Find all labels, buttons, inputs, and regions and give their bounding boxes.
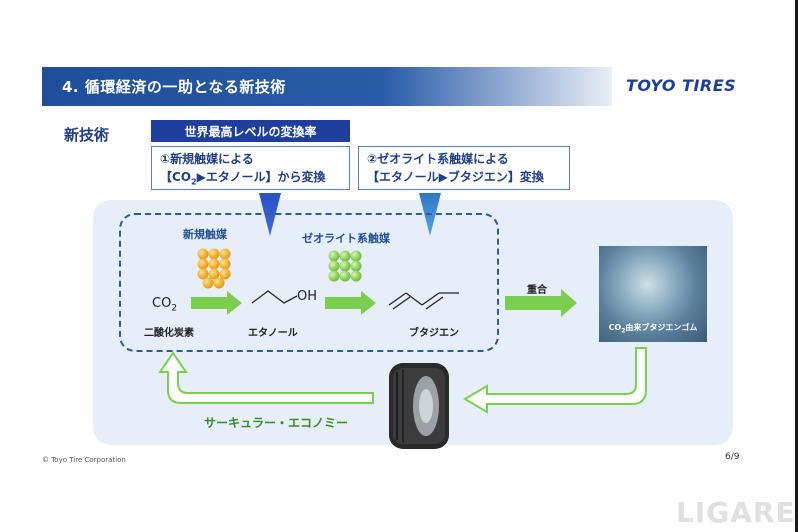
catalyst-process-box xyxy=(119,213,499,352)
rate-banner: 世界最高レベルの変換率 xyxy=(151,120,350,142)
company-logo: TOYO TIRES xyxy=(626,76,737,95)
ethanol-oh: OH xyxy=(297,289,318,304)
ethanol-name: エタノール xyxy=(248,328,298,339)
new-catalyst-spheres xyxy=(197,248,231,289)
header-bar xyxy=(42,67,612,106)
callout-new-catalyst: ①新規触媒による 【CO2▶エタノール】から変換 xyxy=(151,146,350,190)
rubber-photo xyxy=(599,246,707,342)
callout-2-line2: 【エタノール▶ブタジエン】変換 xyxy=(367,170,544,184)
section-label: 新技術 xyxy=(64,126,110,144)
ethanol-structure xyxy=(251,290,298,304)
polymerization-label: 重合 xyxy=(527,285,547,296)
slide-edge xyxy=(795,0,798,532)
zeolite-catalyst-label: ゼオライト系触媒 xyxy=(302,232,390,245)
cycle-arrow-right xyxy=(463,347,647,414)
rubber-caption: CO2由来ブタジエンゴム xyxy=(608,323,698,335)
zeolite-catalyst-spheres xyxy=(328,250,362,282)
cycle-arrow-left xyxy=(158,351,374,404)
co2-formula: CO2 xyxy=(152,296,178,314)
butadiene-structure xyxy=(388,292,459,310)
arrow-co2-to-ethanol xyxy=(191,291,242,315)
copyright: © Toyo Tire Corporation xyxy=(42,456,126,464)
callout-zeolite-catalyst: ②ゼオライト系触媒による 【エタノール▶ブタジエン】変換 xyxy=(358,146,570,190)
page-title: 4. 循環経済の一助となる新技術 xyxy=(62,78,286,96)
new-catalyst-label: 新規触媒 xyxy=(183,228,227,241)
butadiene-name: ブタジエン xyxy=(409,328,459,339)
co2-name: 二酸化炭素 xyxy=(144,328,194,339)
callout-1-line2: 【CO2▶エタノール】から変換 xyxy=(160,170,326,187)
arrow-polymerization xyxy=(505,289,577,317)
callout-1-line1: ①新規触媒による xyxy=(160,152,254,166)
arrow-ethanol-to-butadiene xyxy=(325,291,376,315)
tire-illustration xyxy=(389,363,449,449)
watermark: LIGARE xyxy=(676,496,796,529)
page-number: 6/9 xyxy=(725,452,740,462)
circular-economy-label: サーキュラー・エコノミー xyxy=(204,416,349,430)
callout-2-line1: ②ゼオライト系触媒による xyxy=(367,152,509,166)
